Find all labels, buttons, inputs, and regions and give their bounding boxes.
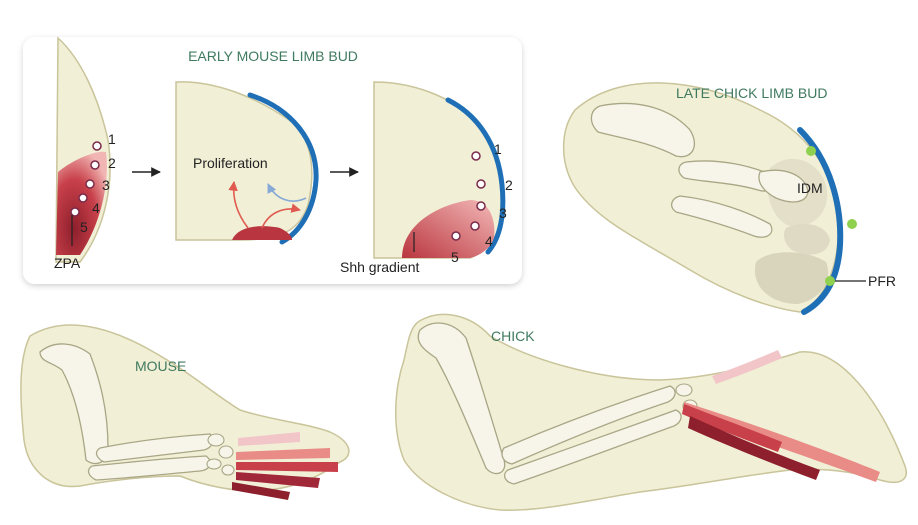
mouse-carpal (207, 459, 221, 469)
digit-marker-2 (91, 161, 99, 169)
digit-marker-3 (86, 180, 94, 188)
mouse-carpal (222, 465, 234, 475)
late-chick-limb-bud-title: LATE CHICK LIMB BUD (676, 85, 827, 101)
chick-title: CHICK (491, 328, 535, 344)
late-chick-limb-bud: LATE CHICK LIMB BUD IDM PFR (564, 83, 896, 312)
pfr-dot-middle (847, 219, 857, 229)
idm-label: IDM (797, 180, 823, 196)
digit-label-5: 5 (80, 219, 88, 235)
mouse-carpal (208, 434, 224, 446)
pfr-dot-bottom (825, 276, 835, 286)
digit-marker-5 (71, 208, 79, 216)
digit-label-2: 2 (108, 155, 116, 171)
mouse-title: MOUSE (135, 358, 186, 374)
digit-marker-5 (452, 232, 460, 240)
digit-label-1: 1 (494, 141, 502, 157)
digit-label-2: 2 (505, 177, 513, 193)
digit-marker-1 (472, 152, 480, 160)
digit-marker-1 (93, 142, 101, 150)
digit-marker-3 (477, 202, 485, 210)
digit-label-4: 4 (92, 200, 100, 216)
mouse-carpal (219, 446, 233, 458)
digit-label-3: 3 (102, 177, 110, 193)
proliferation-label: Proliferation (193, 155, 268, 171)
digit-marker-4 (471, 222, 479, 230)
pfr-label: PFR (868, 273, 896, 289)
pfr-dot-top (806, 146, 816, 156)
digit-marker-2 (477, 180, 485, 188)
shh-gradient-label: Shh gradient (340, 259, 420, 275)
early-mouse-limb-bud-title: EARLY MOUSE LIMB BUD (188, 48, 358, 64)
early-mouse-limb-bud-panel: EARLY MOUSE LIMB BUD 1 2 3 4 5 ZPA (23, 37, 522, 284)
mouse-limb: MOUSE (21, 325, 349, 500)
zpa-label: ZPA (54, 255, 81, 271)
digit-marker-4 (79, 194, 87, 202)
digit-label-4: 4 (485, 233, 493, 249)
digit-label-1: 1 (108, 131, 116, 147)
chick-limb: CHICK (396, 314, 907, 510)
digit-label-5: 5 (451, 249, 459, 265)
chick-carpal (676, 384, 692, 396)
digit-label-3: 3 (499, 205, 507, 221)
